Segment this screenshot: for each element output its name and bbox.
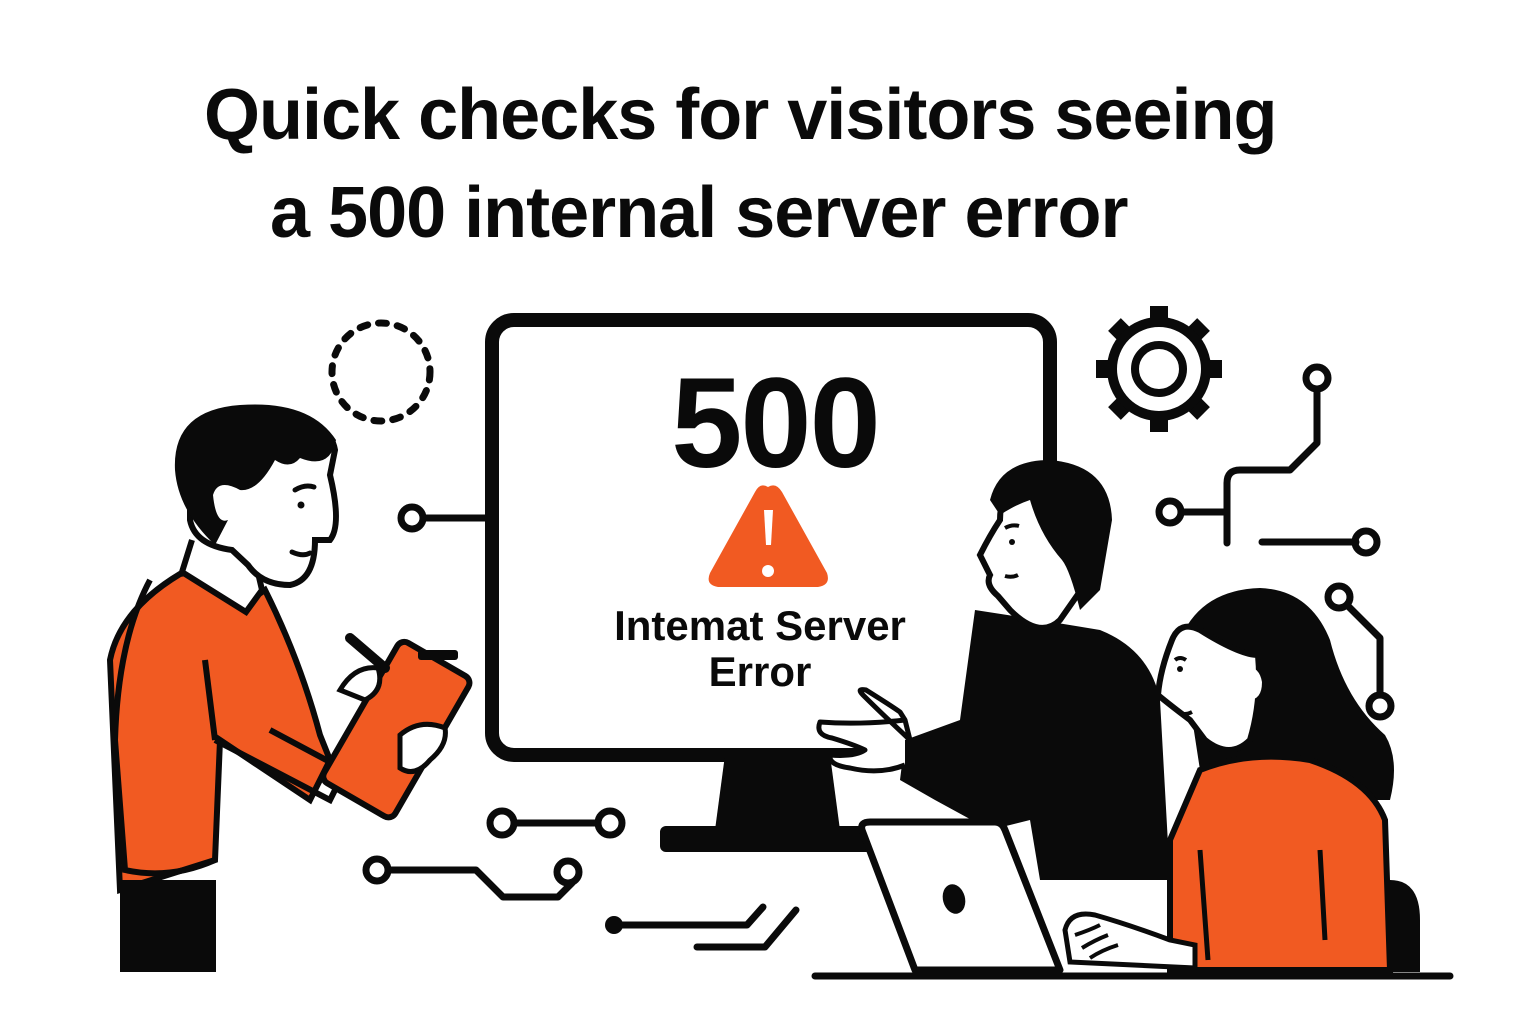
error-code: 500	[671, 352, 881, 495]
error-message-line-1: Intemat Server	[614, 602, 906, 649]
page-title-line-2: a 500 internal server error	[270, 173, 1129, 253]
error-message-line-2: Error	[708, 648, 812, 695]
warning-triangle-icon	[708, 485, 828, 587]
error-message: Intemat Server Error	[560, 603, 960, 695]
circuit-node-left	[397, 503, 490, 533]
woman-with-laptop	[858, 588, 1420, 974]
man-with-tablet	[106, 404, 473, 972]
gear-icon	[1096, 306, 1222, 432]
page-title-line-1: Quick checks for visitors seeing	[204, 75, 1277, 155]
circuit-lines-bottom	[362, 807, 1454, 980]
circuit-lines-right	[1155, 363, 1395, 721]
dashed-circle-icon	[328, 319, 434, 425]
man-pointing	[816, 460, 1170, 880]
